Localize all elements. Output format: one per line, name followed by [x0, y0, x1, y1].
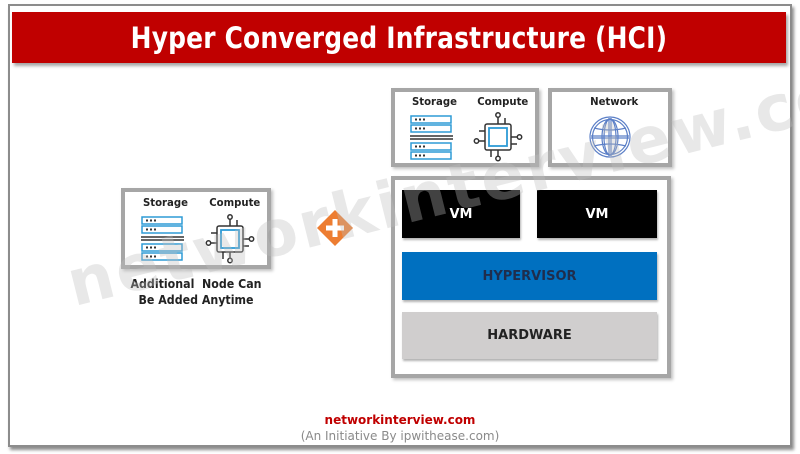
globe-icon: [589, 116, 631, 158]
hardware-layer: HARDWARE: [402, 312, 657, 359]
hypervisor-label: HYPERVISOR: [482, 268, 577, 284]
caption-line-1: Additional Node Can: [130, 277, 262, 291]
hypervisor-layer: HYPERVISOR: [402, 252, 657, 300]
hci-storage-label: Storage: [411, 95, 457, 108]
additional-node-caption: Additional Node Can Be Added Anytime: [122, 276, 269, 308]
hci-storage-compute-box: Storage Compute: [391, 88, 539, 167]
additional-storage-label: Storage: [142, 196, 188, 209]
title-bar: Hyper Converged Infrastructure (HCI): [12, 12, 786, 63]
vm-label-2: VM: [585, 206, 609, 222]
additional-node-box: Storage Compute: [121, 188, 271, 269]
cpu-chip-icon: [473, 112, 523, 162]
server-rack-icon: [410, 115, 453, 160]
footer-initiative: (An Initiative By ipwithease.com): [300, 429, 500, 443]
vm-block-1: VM: [402, 190, 520, 238]
hci-compute-label: Compute: [477, 95, 529, 108]
server-rack-icon: [141, 216, 184, 261]
page-title: Hyper Converged Infrastructure (HCI): [130, 20, 668, 55]
hci-network-label: Network: [590, 95, 639, 108]
vm-block-2: VM: [537, 190, 657, 238]
hci-network-box: Network: [548, 88, 672, 167]
caption-line-2: Be Added Anytime: [138, 293, 254, 307]
vm-label-1: VM: [449, 206, 473, 222]
hardware-label: HARDWARE: [487, 328, 572, 343]
cpu-chip-icon: [205, 214, 255, 264]
plus-diamond-icon: [317, 210, 353, 246]
footer-site-link[interactable]: networkinterview.com: [324, 413, 476, 427]
additional-compute-label: Compute: [209, 196, 261, 209]
